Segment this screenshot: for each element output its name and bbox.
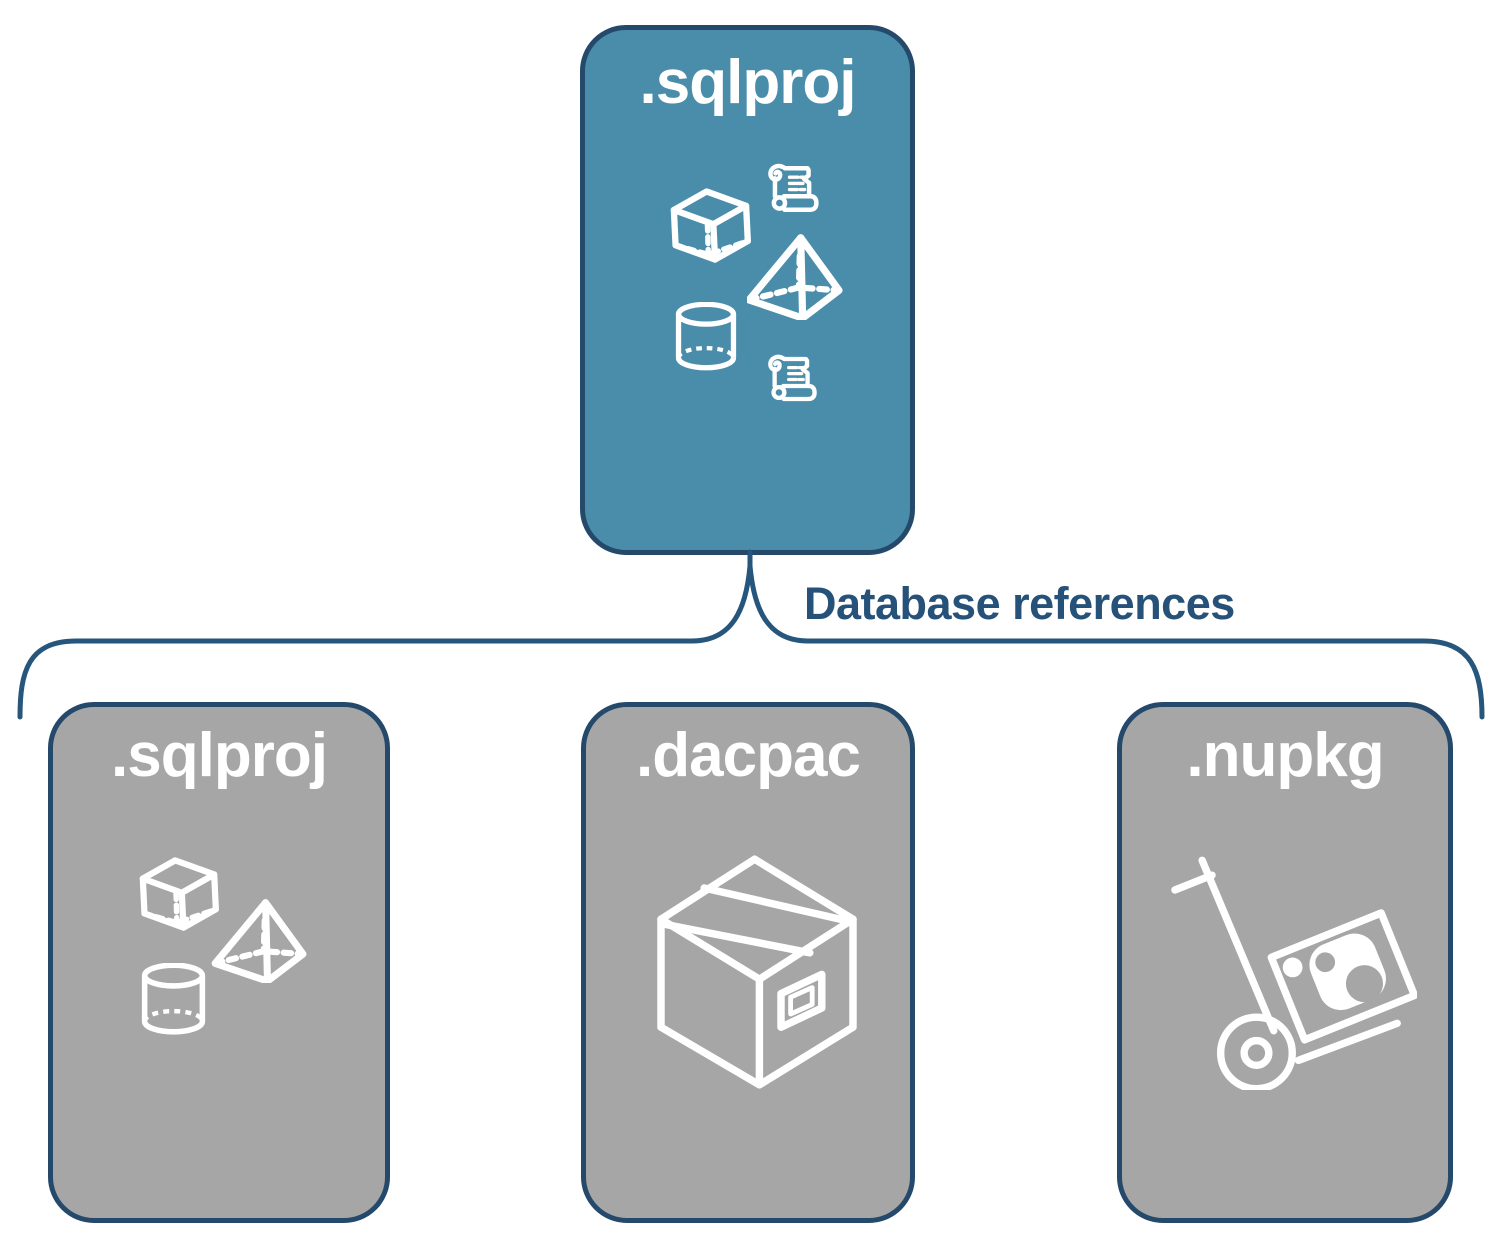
pyramid-icon — [210, 898, 310, 983]
scroll-icon — [766, 160, 822, 218]
cube-icon — [137, 850, 220, 933]
cylinder-icon — [140, 963, 207, 1037]
node-label: .sqlproj — [111, 721, 328, 790]
package-box-icon — [637, 830, 877, 1090]
node-label: .nupkg — [1186, 721, 1384, 790]
connector-label: Database references — [804, 578, 1235, 629]
node-label: .sqlproj — [639, 48, 857, 117]
cube-icon — [668, 183, 752, 263]
node-sqlproj-parent: .sqlproj — [580, 25, 915, 555]
scroll-icon — [766, 350, 820, 408]
pyramid-icon — [747, 233, 843, 320]
node-dacpac: .dacpac — [581, 702, 915, 1223]
node-label: .dacpac — [636, 721, 861, 790]
cylinder-icon — [675, 302, 737, 373]
node-sqlproj-child: .sqlproj — [48, 702, 390, 1223]
hand-truck-icon — [1170, 848, 1417, 1090]
node-nupkg: .nupkg — [1117, 702, 1453, 1223]
